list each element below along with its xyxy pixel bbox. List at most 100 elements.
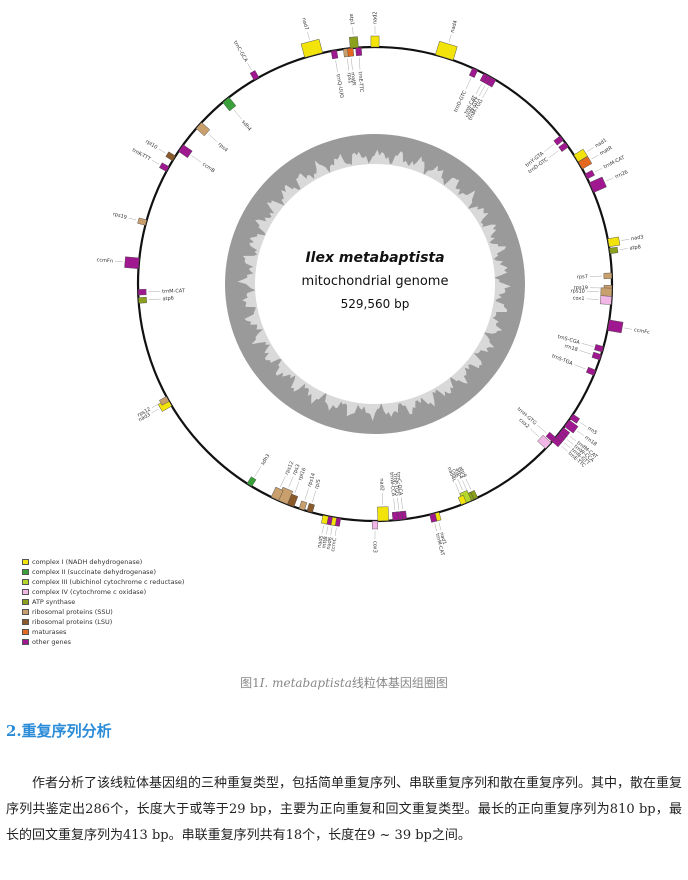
gene-leader-line <box>574 364 586 370</box>
gene-block-atp1 <box>349 36 359 49</box>
legend-label: other genes <box>32 637 72 646</box>
gene-label-ccmb: ccmB <box>201 162 216 175</box>
legend-swatch <box>22 608 29 615</box>
legend-label: complex III (ubichinol cytochrome c redu… <box>32 577 185 586</box>
gene-leader-line <box>397 497 399 510</box>
gene-label-rps4: rps4 <box>217 142 229 154</box>
gene-label-nad5: nad5 <box>317 535 325 549</box>
gene-label-nad4l: nad4L <box>446 466 457 483</box>
gene-block-trnm-cat <box>584 170 595 180</box>
gene-block-ccmfc <box>607 319 624 334</box>
gene-block-nad5 <box>321 514 329 525</box>
gene-leader-line <box>482 87 489 98</box>
gene-block-nad2 <box>370 35 380 48</box>
gene-block-atp8 <box>609 246 619 255</box>
gene-label-atp1: atp1 <box>348 13 355 25</box>
gene-leader-line <box>321 525 324 534</box>
legend-item-maturase: maturases <box>22 627 184 636</box>
gene-block-trny-gta <box>553 135 564 146</box>
gene-block-matr <box>577 156 593 170</box>
gene-block-rrn18 <box>591 351 602 361</box>
gene-label-nad3: nad3 <box>631 234 644 242</box>
gene-block-trnm-tgg <box>486 77 497 88</box>
gene-leader-line <box>326 526 329 535</box>
gene-leader-line <box>448 34 452 43</box>
gene-block-nad4 <box>435 40 458 61</box>
legend-item-complex_II: complex II (succinate dehydrogenase) <box>22 567 184 576</box>
gene-block-trnw-cca <box>391 511 399 521</box>
gene-leader-line <box>128 217 137 221</box>
gene-leader-line <box>455 483 461 495</box>
gene-block-trnc-gca <box>249 70 260 81</box>
gene-block-nad1 <box>573 148 588 163</box>
gene-leader-line <box>457 479 463 491</box>
legend-label: ribosomal proteins (SSU) <box>32 607 113 616</box>
gene-leader-line <box>624 327 633 330</box>
legend-item-complex_III: complex III (ubichinol cytochrome c redu… <box>22 577 184 586</box>
gene-category-legend: complex I (NADH dehydrogenase)complex II… <box>22 557 184 647</box>
legend-swatch <box>22 618 29 625</box>
gene-leader-line <box>548 150 559 158</box>
gene-label-trns-tga: trnS-TGA <box>551 353 574 367</box>
gene-leader-line <box>465 478 472 490</box>
legend-swatch <box>22 588 29 595</box>
gene-leader-line <box>247 63 252 71</box>
gene-block-rpl5 <box>306 503 315 513</box>
gene-block-trne-ttc <box>355 47 363 56</box>
gene-leader-line <box>114 261 123 263</box>
gene-leader-line <box>577 430 584 436</box>
gene-label-rrn18: rrn18 <box>564 343 579 353</box>
gene-leader-line <box>594 168 603 173</box>
gene-label-nad1: nad1 <box>438 532 447 546</box>
legend-swatch <box>22 578 29 585</box>
gene-block-trnq-uug <box>330 49 339 60</box>
gene-block-atp6 <box>138 296 147 304</box>
gene-leader-line <box>358 57 361 70</box>
gene-leader-line <box>151 408 159 414</box>
gene-leader-line <box>158 148 166 154</box>
gene-leader-line <box>475 83 482 95</box>
gene-label-matr: matR <box>349 72 356 86</box>
gene-label-trnm-cat: trnM-CAT <box>603 154 627 170</box>
gene-leader-line <box>544 144 555 152</box>
gene-block-sdh4 <box>222 96 237 112</box>
gene-label-atp6: atp6 <box>162 296 174 303</box>
gene-label-trne-ttc: trnE-TTC <box>357 71 364 93</box>
gene-leader-line <box>312 490 316 503</box>
gene-leader-line <box>529 428 539 437</box>
gene-label-rps7: rps7 <box>577 274 588 280</box>
gene-leader-line <box>208 133 218 143</box>
legend-swatch <box>22 638 29 645</box>
gene-leader-line <box>151 160 160 165</box>
gene-label-nad3: nad3 <box>138 412 152 423</box>
legend-label: ATP synthase <box>32 597 76 606</box>
gene-label-nad4: nad4 <box>449 20 458 34</box>
gene-leader-line <box>280 476 286 488</box>
legend-label: ribosomal proteins (LSU) <box>32 617 113 626</box>
gene-block-nad4l <box>457 495 467 506</box>
gene-leader-line <box>579 421 587 427</box>
gene-label-trnc-gca: trnC-GCA <box>395 472 404 496</box>
body-paragraph: 作者分析了该线粒体基因组的三种重复类型，包括简单重复序列、串联重复序列和散在重复… <box>6 776 683 843</box>
gene-label-trnw-cca: trnW-CCA <box>388 472 396 497</box>
gene-label-rps1: rps1 <box>346 72 353 84</box>
gene-block-sdh3 <box>246 476 257 487</box>
gene-block-rrn5 <box>569 413 580 424</box>
gene-leader-line <box>465 78 472 90</box>
gene-block-rrn18 <box>564 419 579 434</box>
gene-label-rps12: rps12 <box>284 460 295 475</box>
gene-leader-line <box>586 147 594 152</box>
gene-block-rps7 <box>603 272 613 280</box>
gene-label-rps14: rps14 <box>307 472 317 487</box>
gene-leader-line <box>434 523 437 532</box>
gene-leader-line <box>564 442 571 449</box>
gene-leader-line <box>233 109 242 120</box>
gc-content-ring <box>225 134 525 434</box>
legend-item-complex_I: complex I (NADH dehydrogenase) <box>22 557 184 566</box>
legend-swatch <box>22 628 29 635</box>
gene-label-sdh4: sdh4 <box>240 119 252 132</box>
gene-leader-line <box>621 238 630 241</box>
gene-block-rpl10 <box>165 151 176 162</box>
legend-item-other: other genes <box>22 637 184 646</box>
